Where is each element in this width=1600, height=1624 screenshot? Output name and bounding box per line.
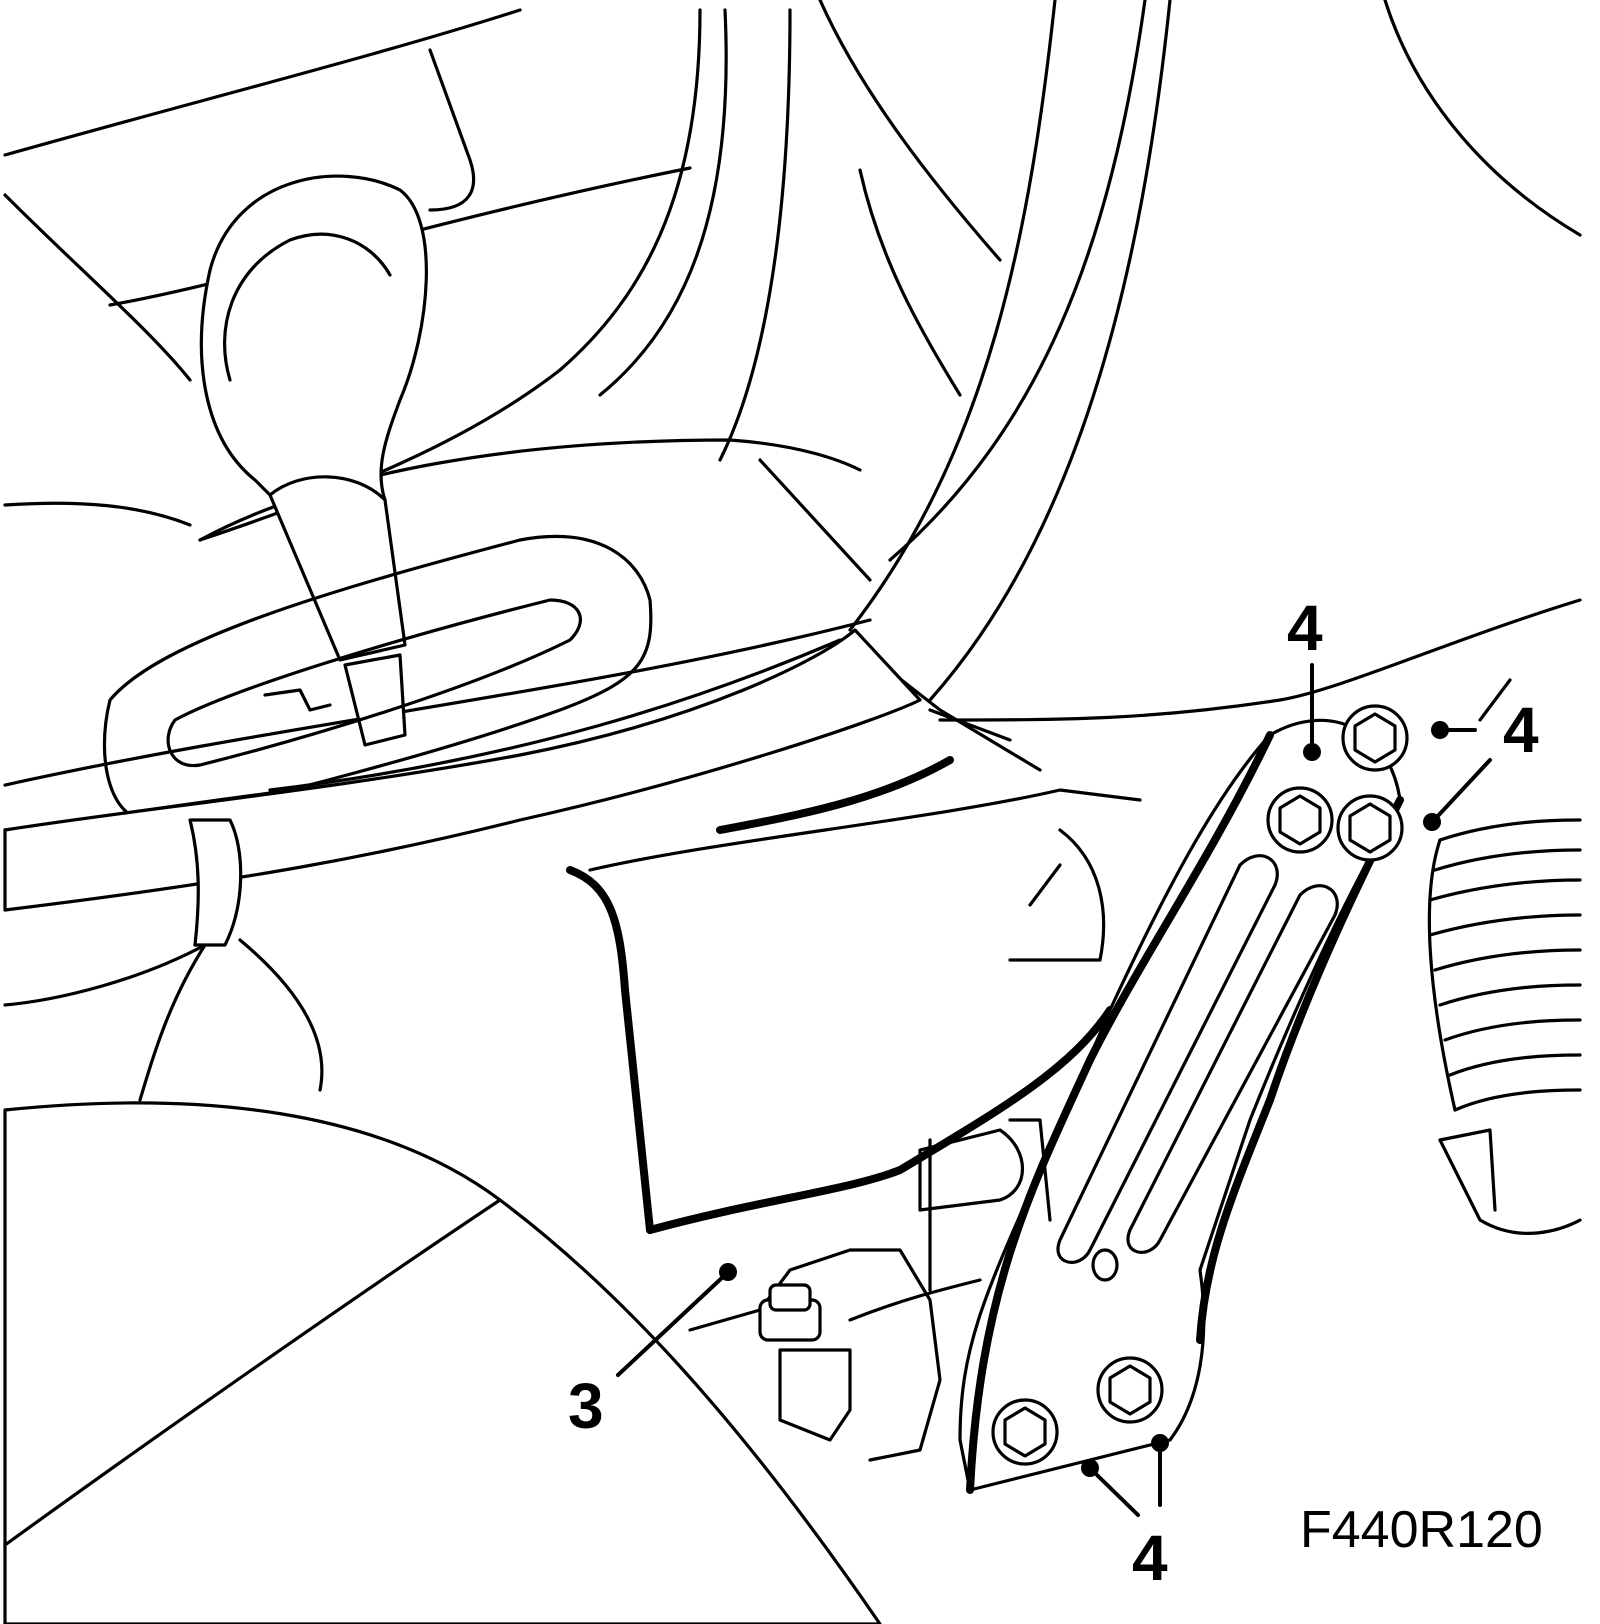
bolt-top-right — [1341, 704, 1409, 772]
steering-rack-boot — [938, 598, 1582, 1235]
center-tunnel-frame — [3, 0, 1172, 862]
figure-id: F440R120 — [1300, 1501, 1543, 1559]
callout-4-top-dot — [1303, 743, 1321, 761]
callout-4-right-dot-a — [1431, 721, 1449, 739]
callout-4-right-dot-b — [1423, 813, 1441, 831]
bolt-top-left — [1266, 786, 1334, 854]
bolt-bottom-left — [991, 1398, 1059, 1466]
callout-4-top: 4 — [1287, 592, 1323, 664]
callout-4-bottom: 4 — [1132, 1522, 1168, 1594]
bolt-bottom-right — [1096, 1356, 1164, 1424]
callout-3: 3 — [568, 1370, 604, 1442]
callout-4-bottom-dot-b — [1151, 1434, 1169, 1452]
tunnel-housing — [566, 756, 1142, 1234]
callout-leaders — [616, 663, 1492, 1517]
reinforcement-plate — [958, 718, 1404, 1494]
callout-4-right: 4 — [1503, 694, 1539, 766]
bolt-mid-right — [1336, 794, 1404, 862]
bolts — [991, 704, 1409, 1466]
callout-3-dot — [719, 1263, 737, 1281]
gear-shift-lever — [199, 174, 428, 747]
callout-labels: 3 4 4 4 — [568, 592, 1539, 1594]
seat-foreground — [3, 1101, 882, 1624]
callout-4-bottom-dot-a — [1081, 1459, 1099, 1477]
lower-mount-assembly — [688, 1118, 1052, 1462]
console-cross-bar — [3, 628, 922, 1102]
